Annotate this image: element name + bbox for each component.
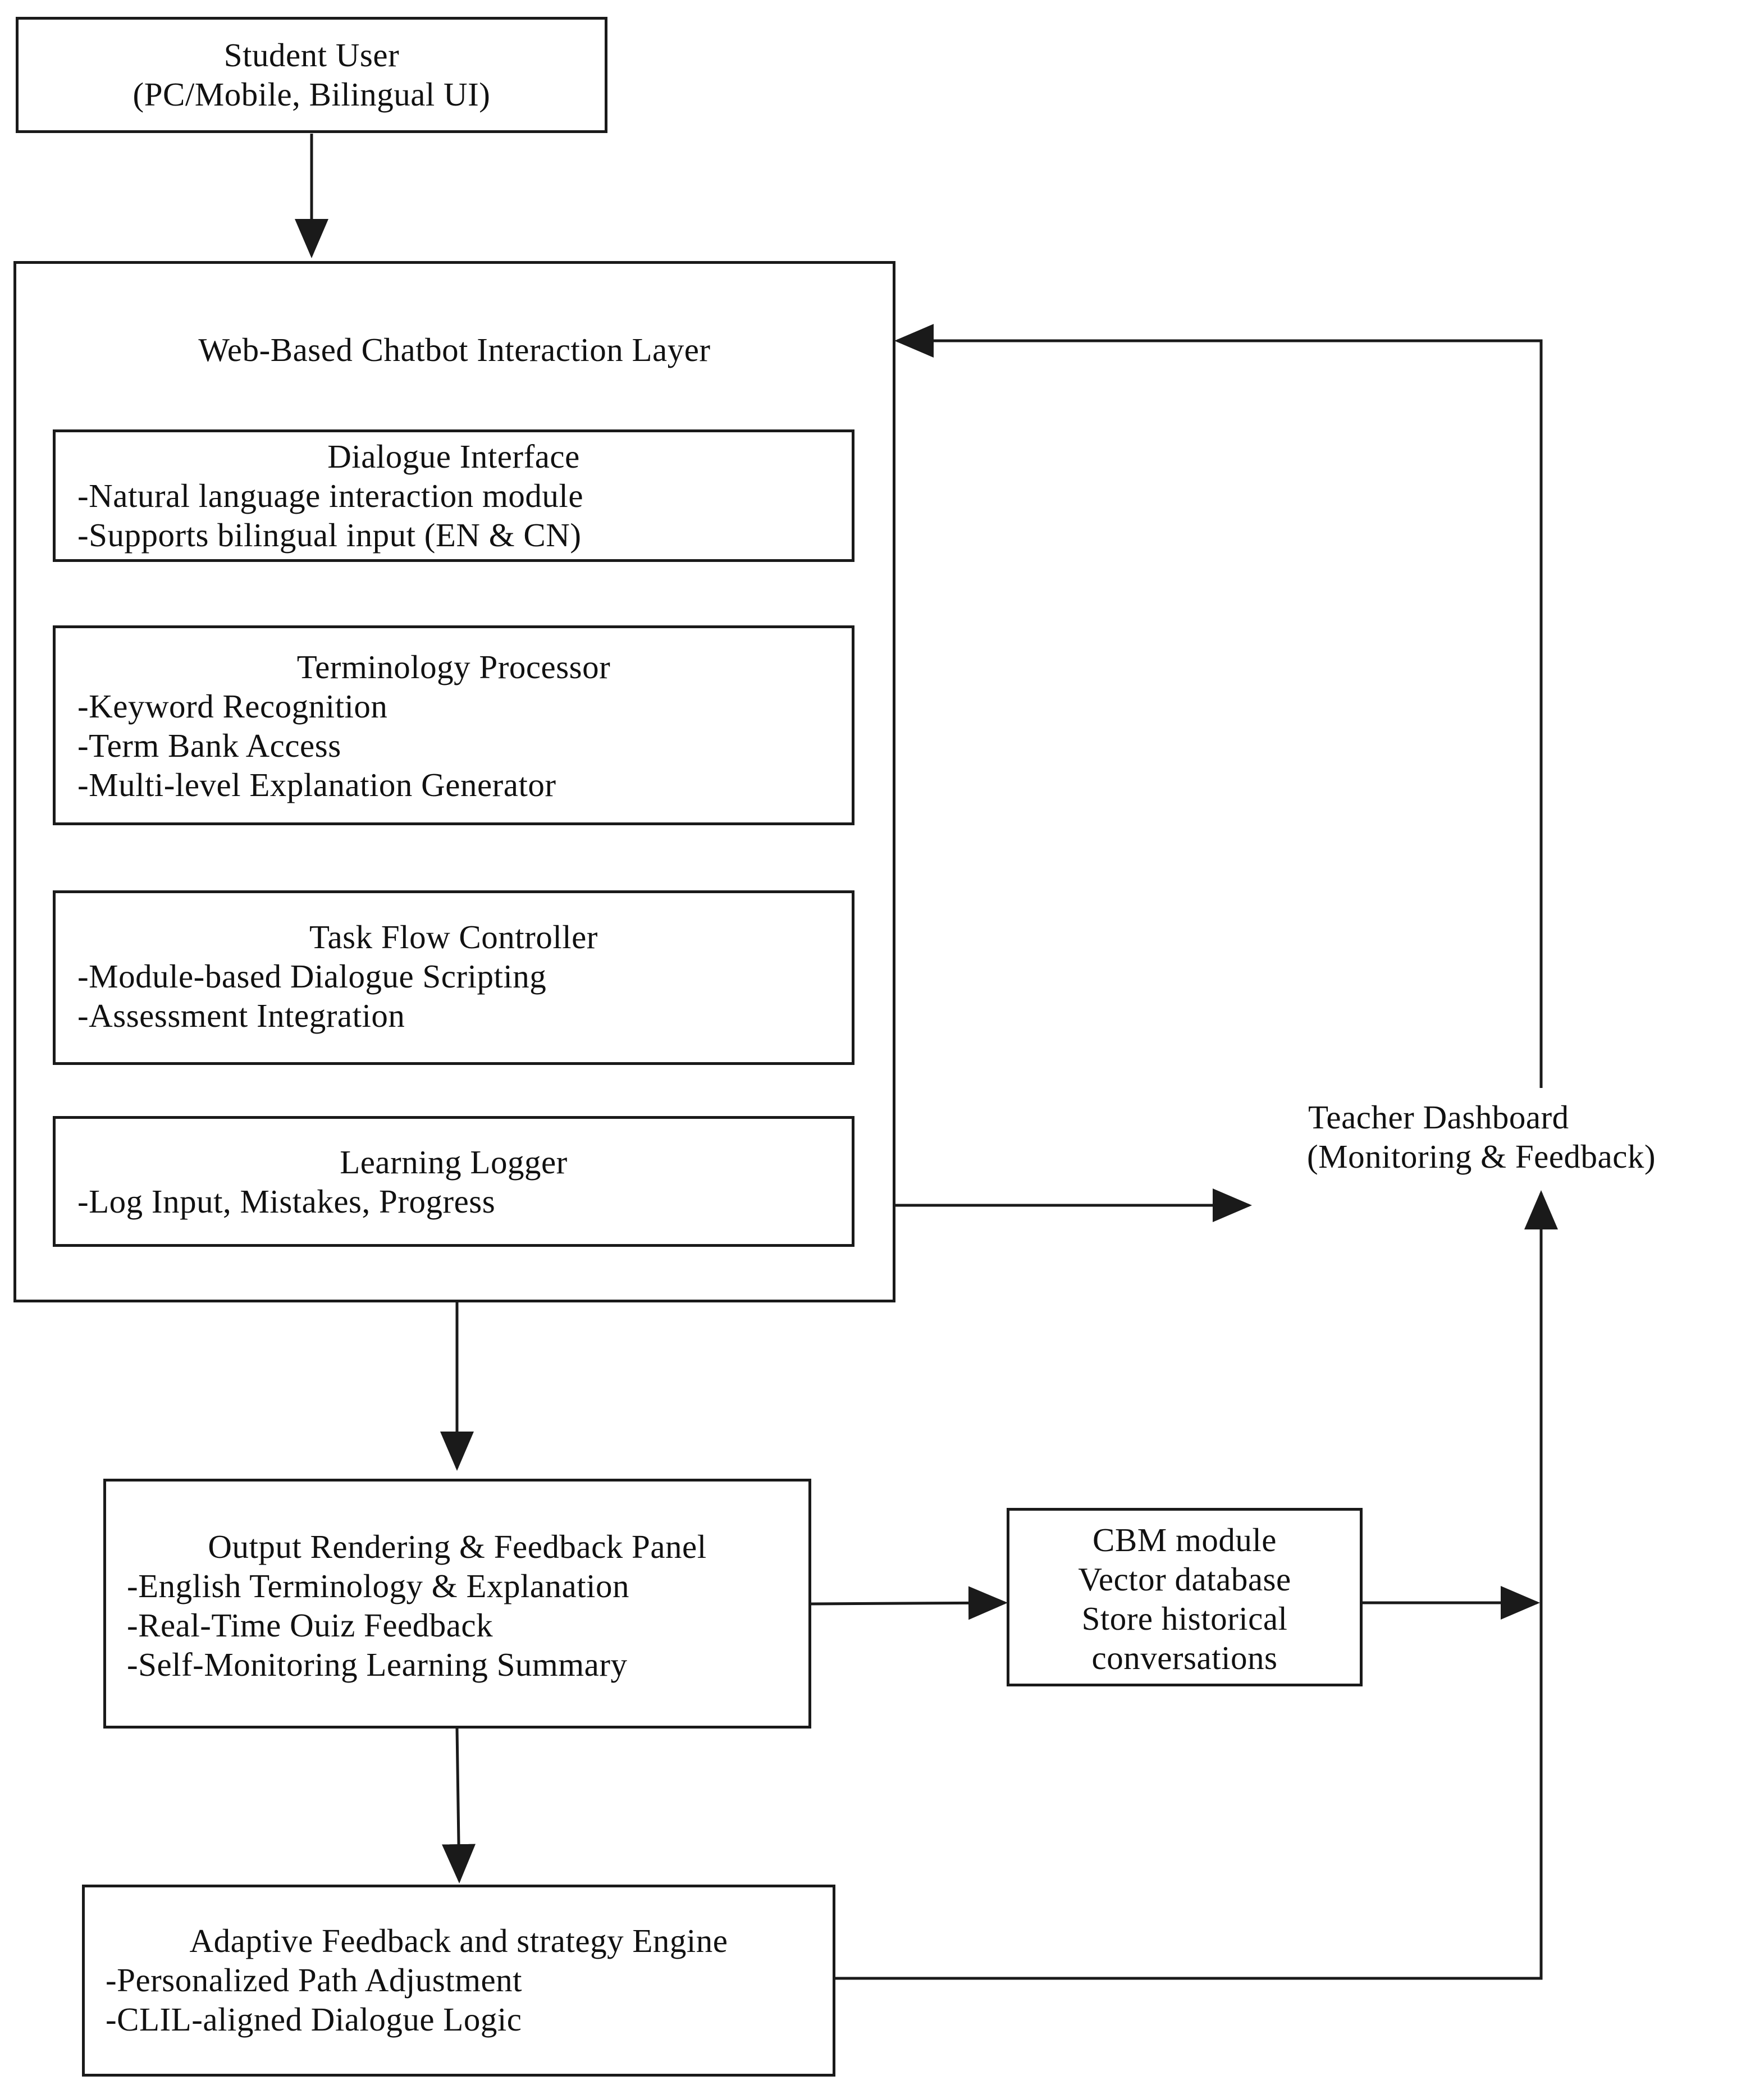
output-panel-title: Output Rendering & Feedback Panel: [208, 1528, 707, 1565]
terminology-processor-item: -Multi-level Explanation Generator: [77, 766, 556, 803]
teacher-dashboard-title: Teacher Dashboard: [1308, 1099, 1569, 1136]
student-user-box: [16, 17, 607, 133]
teacher-dashboard-subtitle: (Monitoring & Feedback): [1307, 1138, 1656, 1175]
cbm-module-line: Store historical: [1081, 1600, 1288, 1637]
cbm-module-line: conversations: [1091, 1639, 1278, 1676]
adaptive-engine-title: Adaptive Feedback and strategy Engine: [189, 1922, 728, 1959]
cbm-module-box: [1007, 1508, 1363, 1686]
terminology-processor-item: -Keyword Recognition: [77, 688, 388, 725]
learning-logger-box: [53, 1116, 854, 1247]
adaptive-engine-item: -CLIL-aligned Dialogue Logic: [106, 2001, 522, 2038]
student-user-title: Student User: [223, 36, 400, 74]
arrow-engine-to-dashboard: [835, 1190, 1558, 1980]
learning-logger-item: -Log Input, Mistakes, Progress: [77, 1183, 496, 1220]
dialogue-interface-box: [53, 429, 854, 562]
task-flow-controller-item: -Assessment Integration: [77, 997, 405, 1034]
cbm-module-line: CBM module: [1093, 1521, 1277, 1558]
adaptive-engine-box: [82, 1885, 835, 2077]
arrow-dashboard-to-layer: [894, 324, 1543, 1088]
output-panel-box: [103, 1479, 811, 1729]
output-panel-item: -English Terminology & Explanation: [127, 1567, 630, 1604]
cbm-module-line: Vector database: [1078, 1561, 1291, 1598]
task-flow-controller-item: -Module-based Dialogue Scripting: [77, 958, 547, 995]
dialogue-interface-item: -Natural language interaction module: [77, 477, 584, 514]
interaction-layer-title: Web-Based Chatbot Interaction Layer: [198, 331, 711, 368]
terminology-processor-title: Terminology Processor: [296, 648, 611, 685]
output-panel-item: -Self-Monitoring Learning Summary: [127, 1646, 628, 1683]
terminology-processor-item: -Term Bank Access: [77, 727, 341, 764]
arrow-output-to-cbm: [810, 1586, 1008, 1620]
learning-logger-title: Learning Logger: [340, 1144, 568, 1181]
arrow-output-to-engine: [442, 1727, 476, 1883]
dialogue-interface-item: -Supports bilingual input (EN & CN): [77, 516, 582, 554]
student-user-subtitle: (PC/Mobile, Bilingual UI): [132, 76, 491, 113]
output-panel-item: -Real-Time Ouiz Feedback: [127, 1607, 493, 1644]
adaptive-engine-item: -Personalized Path Adjustment: [106, 1961, 523, 1999]
terminology-processor-box: [53, 625, 854, 825]
task-flow-controller-box: [53, 890, 854, 1065]
dialogue-interface-title: Dialogue Interface: [327, 438, 580, 475]
task-flow-controller-title: Task Flow Controller: [309, 918, 598, 955]
